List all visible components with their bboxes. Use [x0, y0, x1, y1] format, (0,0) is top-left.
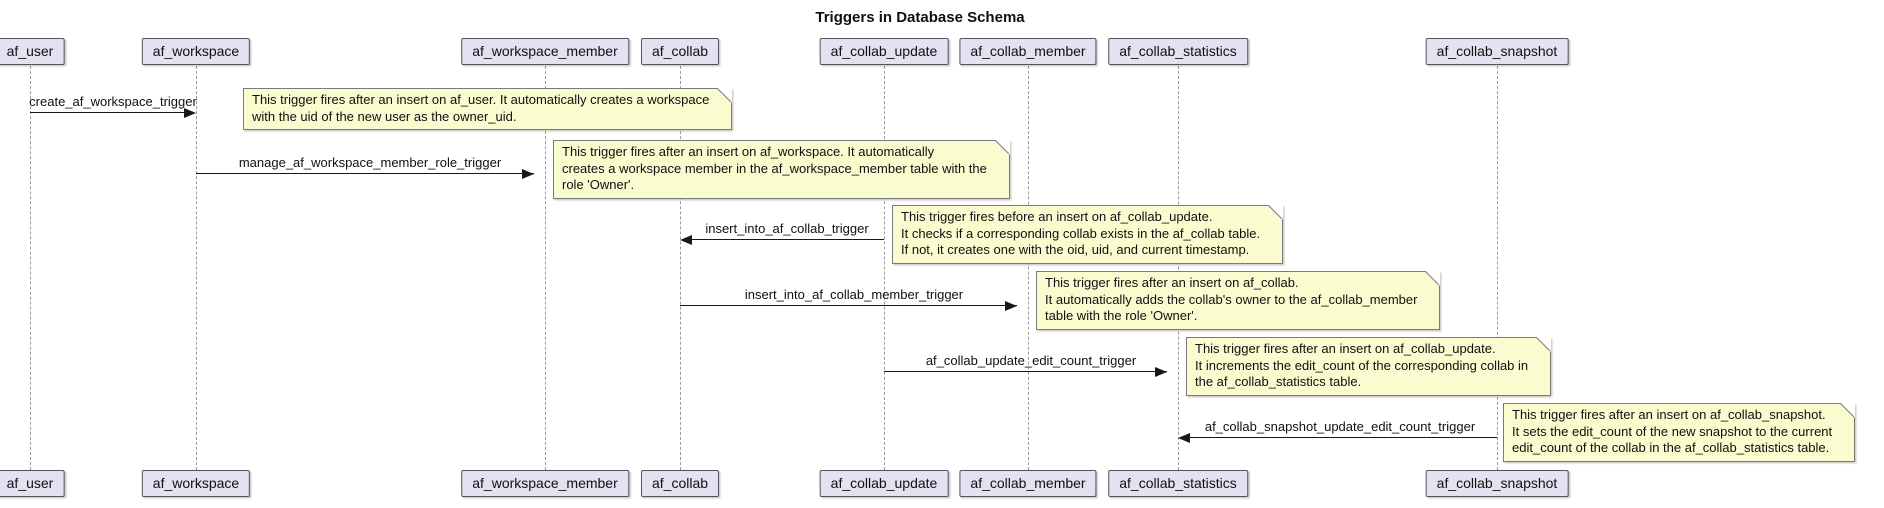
- message-label: manage_af_workspace_member_role_trigger: [238, 155, 502, 170]
- note-af_collab_snapshot_update_edit_count_trigger: This trigger fires after an insert on af…: [1503, 403, 1856, 462]
- participant-af_user-bottom: af_user: [0, 470, 65, 497]
- message-label: insert_into_af_collab_trigger: [705, 221, 869, 236]
- message-label: af_collab_snapshot_update_edit_count_tri…: [1204, 419, 1476, 434]
- participant-af_collab_update-top: af_collab_update: [819, 38, 949, 65]
- note-manage_af_workspace_member_role_trigger: This trigger fires after an insert on af…: [553, 140, 1010, 199]
- arrowhead-right-icon: [184, 108, 196, 118]
- note-text-line: It automatically adds the collab's owner…: [1045, 291, 1418, 307]
- note-text-line: This trigger fires after an insert on af…: [562, 144, 935, 159]
- lifeline-af_collab: [680, 66, 681, 470]
- lifeline-af_collab_update: [884, 66, 885, 470]
- message-arrow-line: [691, 239, 884, 240]
- lifeline-af_user: [30, 66, 31, 470]
- participant-af_collab_statistics-top: af_collab_statistics: [1108, 38, 1248, 65]
- note-fold-icon: [717, 88, 733, 103]
- arrowhead-right-icon: [1155, 367, 1167, 377]
- arrowhead-right-icon: [522, 169, 534, 179]
- participant-af_collab_member-top: af_collab_member: [959, 38, 1097, 65]
- arrowhead-left-icon: [1178, 433, 1190, 443]
- note-fold-icon: [1536, 337, 1552, 352]
- lifeline-af_workspace_member: [545, 66, 546, 470]
- note-text-line: This trigger fires after an insert on af…: [252, 92, 710, 107]
- participant-af_collab_statistics-bottom: af_collab_statistics: [1108, 470, 1248, 497]
- message-arrow-line: [680, 305, 1017, 306]
- message-arrow-line: [30, 112, 185, 113]
- message-arrow-line: [196, 173, 534, 174]
- note-fold-icon: [1840, 403, 1856, 418]
- note-text-line: with the uid of the new user as the owne…: [252, 108, 517, 124]
- lifeline-af_workspace: [196, 66, 197, 470]
- participant-af_workspace_member-bottom: af_workspace_member: [461, 470, 629, 497]
- note-text-line: It checks if a corresponding collab exis…: [901, 225, 1261, 241]
- note-fold-icon: [1268, 205, 1284, 220]
- diagram-title: Triggers in Database Schema: [815, 9, 1025, 26]
- note-text-line: the af_collab_statistics table.: [1195, 374, 1362, 389]
- lifeline-af_collab_snapshot: [1497, 66, 1498, 470]
- participant-af_collab_member-bottom: af_collab_member: [959, 470, 1097, 497]
- participant-af_collab_update-bottom: af_collab_update: [819, 470, 949, 497]
- participant-af_collab_snapshot-bottom: af_collab_snapshot: [1425, 470, 1569, 497]
- note-text-line: creates a workspace member in the af_wor…: [562, 160, 987, 176]
- note-text-line: This trigger fires before an insert on a…: [901, 209, 1213, 224]
- lifeline-af_collab_member: [1028, 66, 1029, 470]
- note-text-line: This trigger fires after an insert on af…: [1195, 341, 1496, 356]
- participant-af_workspace-top: af_workspace: [141, 38, 251, 65]
- participant-af_collab-bottom: af_collab: [640, 470, 720, 497]
- arrowhead-left-icon: [680, 235, 692, 245]
- message-label: af_collab_update_edit_count_trigger: [925, 353, 1137, 368]
- note-text-line: This trigger fires after an insert on af…: [1045, 275, 1299, 290]
- message-arrow-line: [884, 371, 1167, 372]
- message-label: insert_into_af_collab_member_trigger: [744, 287, 964, 302]
- arrowhead-right-icon: [1005, 301, 1017, 311]
- note-text-line: It sets the edit_count of the new snapsh…: [1512, 423, 1833, 439]
- note-text-line: role 'Owner'.: [562, 177, 635, 192]
- note-text-line: If not, it creates one with the oid, uid…: [901, 242, 1250, 257]
- note-insert_into_af_collab_trigger: This trigger fires before an insert on a…: [892, 205, 1284, 264]
- note-text-line: This trigger fires after an insert on af…: [1512, 407, 1826, 422]
- note-insert_into_af_collab_member_trigger: This trigger fires after an insert on af…: [1036, 271, 1441, 330]
- note-af_collab_update_edit_count_trigger: This trigger fires after an insert on af…: [1186, 337, 1552, 396]
- note-text-line: It increments the edit_count of the corr…: [1195, 357, 1529, 373]
- lifeline-af_collab_statistics: [1178, 66, 1179, 470]
- participant-af_workspace-bottom: af_workspace: [141, 470, 251, 497]
- note-text-line: table with the role 'Owner'.: [1045, 308, 1198, 323]
- participant-af_user-top: af_user: [0, 38, 65, 65]
- message-label: create_af_workspace_trigger: [29, 94, 197, 109]
- note-text-line: edit_count of the collab in the af_colla…: [1512, 440, 1830, 455]
- participant-af_collab_snapshot-top: af_collab_snapshot: [1425, 38, 1569, 65]
- note-fold-icon: [994, 140, 1010, 155]
- participant-af_workspace_member-top: af_workspace_member: [461, 38, 629, 65]
- message-arrow-line: [1189, 437, 1497, 438]
- participant-af_collab-top: af_collab: [640, 38, 720, 65]
- note-create_af_workspace_trigger: This trigger fires after an insert on af…: [243, 88, 733, 130]
- note-fold-icon: [1425, 271, 1441, 286]
